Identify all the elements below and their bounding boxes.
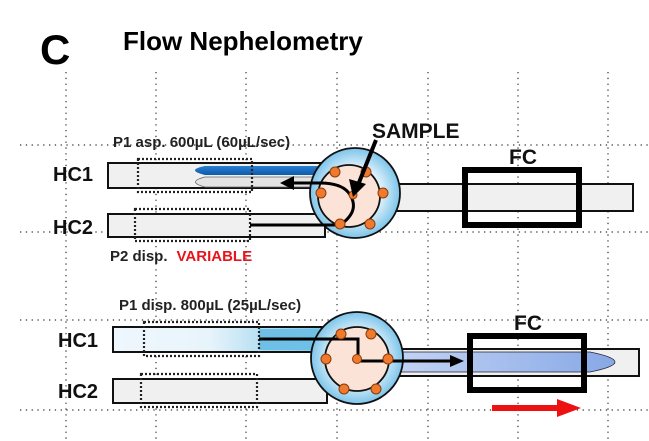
hc2-dotted-region-bottom (139, 372, 259, 409)
hc1-label-bottom: HC1 (58, 330, 98, 352)
valve-port (329, 166, 341, 178)
panel-letter: C (40, 26, 70, 73)
dispense-path (259, 337, 452, 363)
flow-cell-top (462, 167, 582, 228)
hc2-holding-coil-bottom (112, 378, 328, 404)
p2-prefix: P2 disp. (110, 248, 168, 265)
p2-dispense-label: P2 disp. VARIABLE (110, 248, 252, 265)
sample-label: SAMPLE (372, 120, 460, 143)
top-step-aspirate: P1 asp. 600µL (60µL/sec) HC1 HC2 P2 disp… (53, 120, 634, 265)
valve-port (365, 328, 377, 340)
aspirated-sample-plug (195, 166, 320, 175)
hc1-dotted-region (136, 157, 254, 194)
hc1-label-top: HC1 (53, 164, 93, 186)
diagram-title: Flow Nephelometry (123, 26, 363, 56)
valve-port (315, 187, 327, 199)
flow-tube-top (384, 183, 634, 212)
fc-label-bottom: FC (514, 312, 542, 335)
flow-direction-arrowhead (557, 399, 581, 417)
valve-port (370, 383, 382, 395)
sample-arrowhead (349, 179, 366, 197)
valve-port (335, 328, 347, 340)
valve-port (364, 218, 376, 230)
hc2-label-bottom: HC2 (58, 381, 98, 403)
valve-port (382, 353, 394, 365)
sample-arrow-shaft (356, 139, 378, 186)
valve-port (338, 383, 350, 395)
hc2-label-top: HC2 (53, 217, 93, 239)
aspiration-arrowhead (280, 176, 294, 190)
p1-aspirate-label: P1 asp. 600µL (60µL/sec) (113, 134, 290, 151)
hc2-dotted-region (133, 207, 252, 243)
fc-label-top: FC (509, 146, 537, 169)
dispense-arrowhead (450, 355, 464, 367)
flow-cell-bottom (467, 333, 587, 393)
p1-dispense-label: P1 disp. 800µL (25µL/sec) (119, 297, 301, 314)
valve-port (334, 218, 346, 230)
sample-in-flow-cell (391, 351, 616, 373)
flow-direction-arrow-shaft (492, 405, 558, 411)
valve-port-center (352, 354, 362, 364)
p2-variable-value: VARIABLE (177, 248, 253, 265)
bottom-step-dispense: P1 disp. 800µL (25µL/sec) HC1 HC2 FC (58, 297, 640, 417)
valve-port (320, 353, 332, 365)
valve-port (377, 187, 389, 199)
aspiration-path (292, 181, 355, 227)
